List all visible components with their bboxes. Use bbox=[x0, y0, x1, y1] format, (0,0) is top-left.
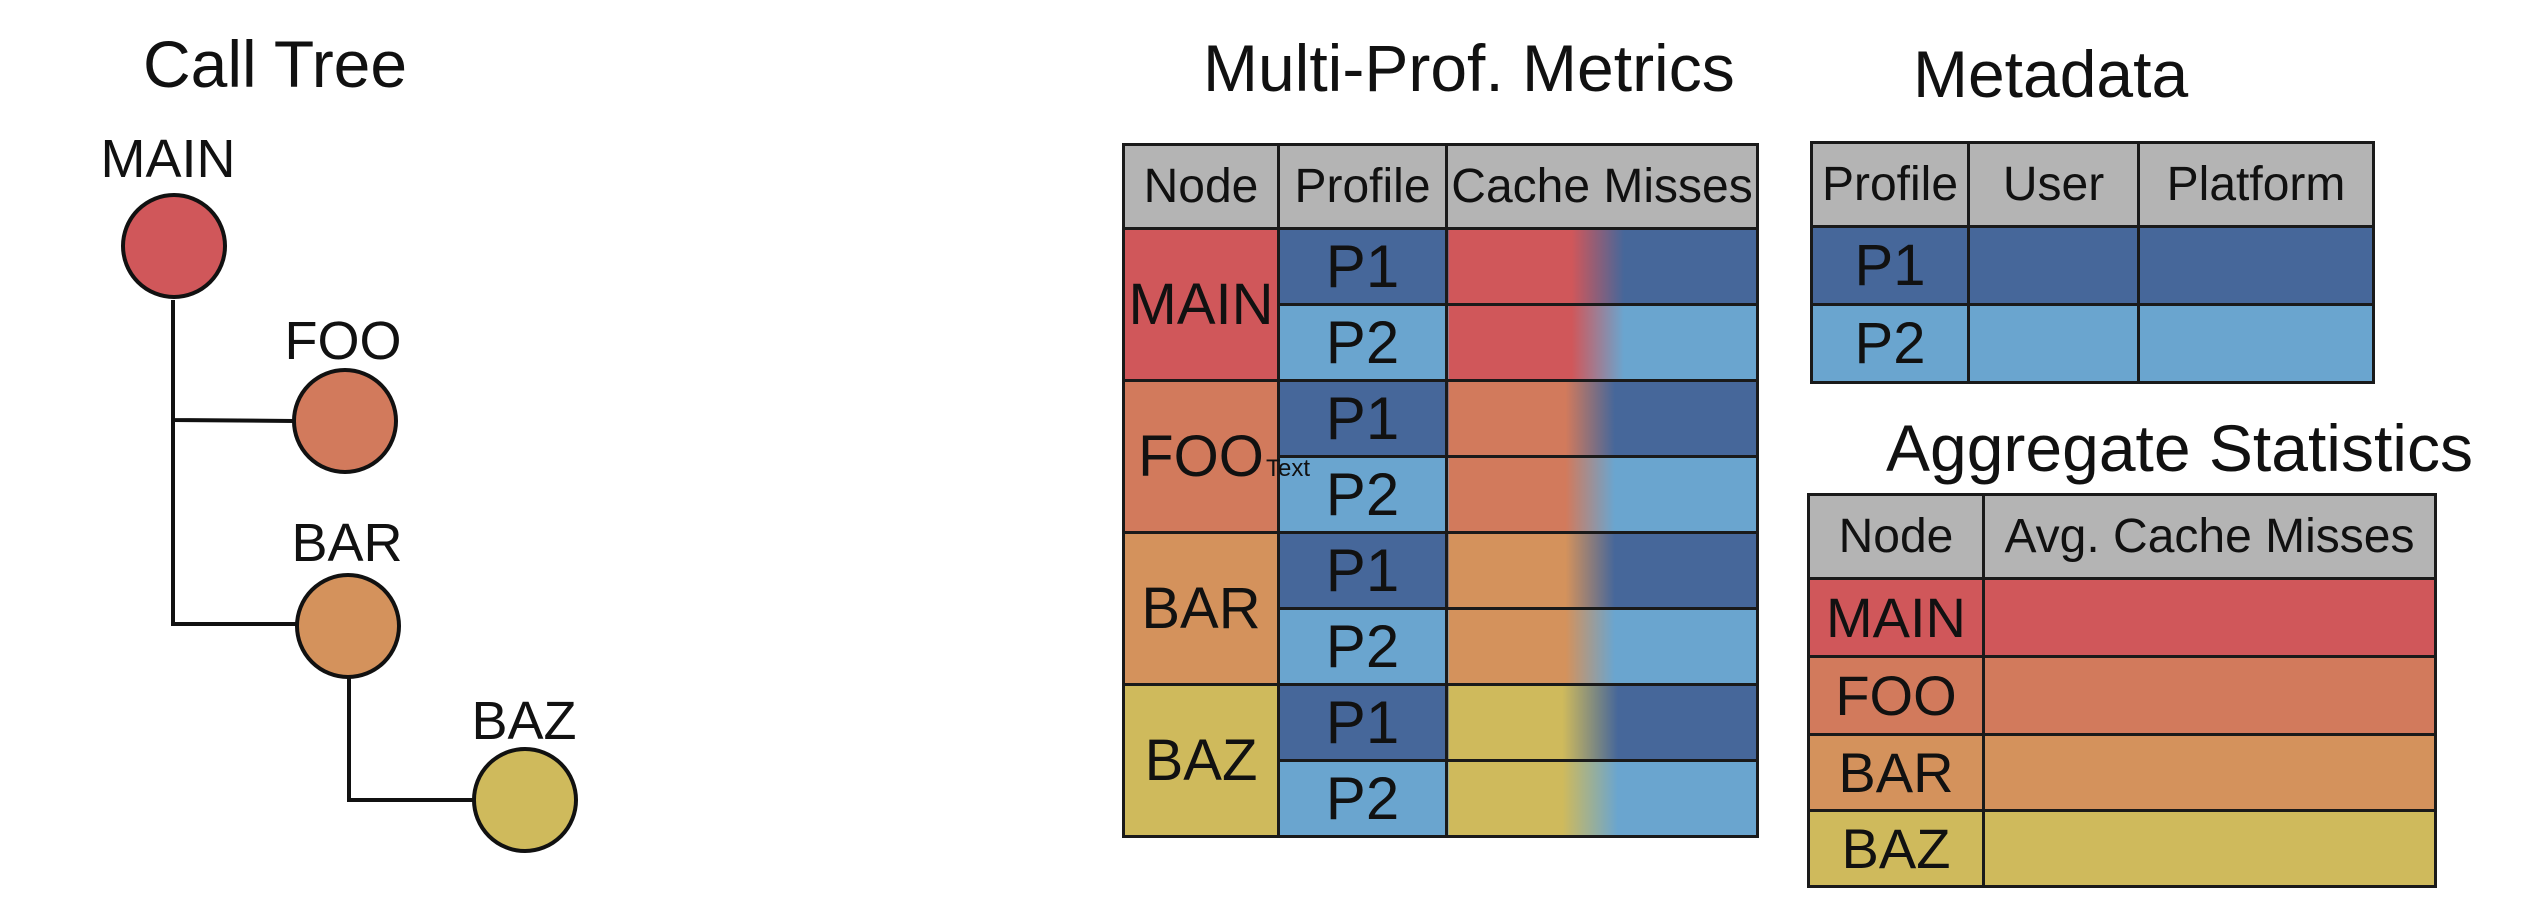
profile-cell: P2 bbox=[1277, 455, 1448, 534]
cache-miss-cell bbox=[1445, 683, 1759, 762]
metadata-header-row: Profile User Platform bbox=[1810, 141, 2375, 228]
profile-cell: P2 bbox=[1277, 759, 1448, 838]
cache-miss-cell bbox=[1445, 379, 1759, 458]
node-cell-main: MAIN bbox=[1807, 577, 1985, 658]
profile-cell: P1 bbox=[1277, 531, 1448, 610]
aggregate-header-row: Node Avg. Cache Misses bbox=[1807, 493, 2437, 580]
tree-edges bbox=[171, 300, 475, 802]
node-cell-foo: FOO bbox=[1807, 655, 1985, 736]
aggregate-title: Aggregate Statistics bbox=[1886, 411, 2473, 485]
stray-text-label: Text bbox=[1266, 455, 1311, 482]
table-row: P2 bbox=[1124, 303, 1759, 382]
tree-label-foo: FOO bbox=[284, 311, 402, 371]
node-cell-bar: BAR bbox=[1122, 531, 1280, 686]
table-row: P1 bbox=[1810, 225, 2375, 306]
col-header-profile: Profile bbox=[1277, 143, 1448, 230]
table-row: BAR bbox=[1807, 733, 2437, 812]
table-row: BAZ P1 bbox=[1122, 683, 1759, 838]
col-header-user: User bbox=[1967, 141, 2140, 228]
metadata-title: Metadata bbox=[1913, 37, 2189, 111]
col-header-platform: Platform bbox=[2137, 141, 2375, 228]
node-cell-baz: BAZ bbox=[1807, 809, 1985, 888]
avg-cache-miss-cell bbox=[1982, 733, 2437, 812]
node-cell-foo: FOO bbox=[1122, 379, 1280, 534]
platform-cell bbox=[2137, 225, 2375, 306]
tree-label-main: MAIN bbox=[100, 129, 236, 189]
table-row: FOO P1 bbox=[1122, 379, 1759, 534]
avg-cache-miss-cell bbox=[1982, 655, 2437, 736]
tree-node-baz[interactable] bbox=[472, 747, 578, 853]
table-row: BAR P1 bbox=[1122, 531, 1759, 686]
table-row: MAIN bbox=[1807, 577, 2437, 658]
platform-cell bbox=[2137, 303, 2375, 384]
tree-node-foo[interactable] bbox=[292, 368, 398, 474]
profile-cell: P1 bbox=[1277, 227, 1448, 306]
call-tree-diagram bbox=[121, 193, 578, 853]
edge-main-to-foo bbox=[171, 300, 295, 423]
profile-cell: P1 bbox=[1277, 683, 1448, 762]
profile-cell: P1 bbox=[1810, 225, 1970, 306]
node-cell-main: MAIN bbox=[1122, 227, 1280, 382]
col-header-node: Node bbox=[1807, 493, 1985, 580]
user-cell bbox=[1967, 225, 2140, 306]
tree-node-main[interactable] bbox=[121, 193, 227, 299]
user-cell bbox=[1967, 303, 2140, 384]
cache-miss-cell bbox=[1445, 607, 1759, 686]
table-row: P2 bbox=[1124, 455, 1759, 534]
profile-cell: P1 bbox=[1277, 379, 1448, 458]
table-row: P2 bbox=[1810, 303, 2375, 384]
aggregate-table: Node Avg. Cache Misses MAIN FOO BAR BAZ bbox=[1807, 493, 2437, 888]
node-cell-bar: BAR bbox=[1807, 733, 1985, 812]
table-row: MAIN P1 bbox=[1122, 227, 1759, 382]
cache-miss-cell bbox=[1445, 759, 1759, 838]
profile-cell: P2 bbox=[1810, 303, 1970, 384]
tree-node-bar[interactable] bbox=[295, 573, 401, 679]
multi-prof-title: Multi-Prof. Metrics bbox=[1203, 31, 1735, 105]
multi-prof-header-row: Node Profile Cache Misses bbox=[1122, 143, 1759, 230]
call-tree-title: Call Tree bbox=[143, 27, 408, 101]
cache-miss-cell bbox=[1445, 227, 1759, 306]
col-header-avg-cache-misses: Avg. Cache Misses bbox=[1982, 493, 2437, 580]
metadata-table: Profile User Platform P1 P2 bbox=[1810, 141, 2375, 384]
cache-miss-cell bbox=[1445, 455, 1759, 534]
node-cell-baz: BAZ bbox=[1122, 683, 1280, 838]
col-header-cache-misses: Cache Misses bbox=[1445, 143, 1759, 230]
edge-main-to-bar bbox=[171, 420, 298, 626]
cache-miss-cell bbox=[1445, 303, 1759, 382]
edge-bar-to-baz bbox=[347, 676, 475, 802]
table-row: BAZ bbox=[1807, 809, 2437, 888]
profile-cell: P2 bbox=[1277, 607, 1448, 686]
avg-cache-miss-cell bbox=[1982, 809, 2437, 888]
table-row: FOO bbox=[1807, 655, 2437, 736]
profile-cell: P2 bbox=[1277, 303, 1448, 382]
col-header-node: Node bbox=[1122, 143, 1280, 230]
avg-cache-miss-cell bbox=[1982, 577, 2437, 658]
table-row: P2 bbox=[1124, 759, 1759, 838]
tree-label-bar: BAR bbox=[291, 513, 403, 573]
multi-prof-table: Node Profile Cache Misses MAIN P1 P2 FOO… bbox=[1122, 143, 1759, 838]
cache-miss-cell bbox=[1445, 531, 1759, 610]
tree-label-baz: BAZ bbox=[471, 691, 577, 751]
table-row: P2 bbox=[1124, 607, 1759, 686]
col-header-profile: Profile bbox=[1810, 141, 1970, 228]
